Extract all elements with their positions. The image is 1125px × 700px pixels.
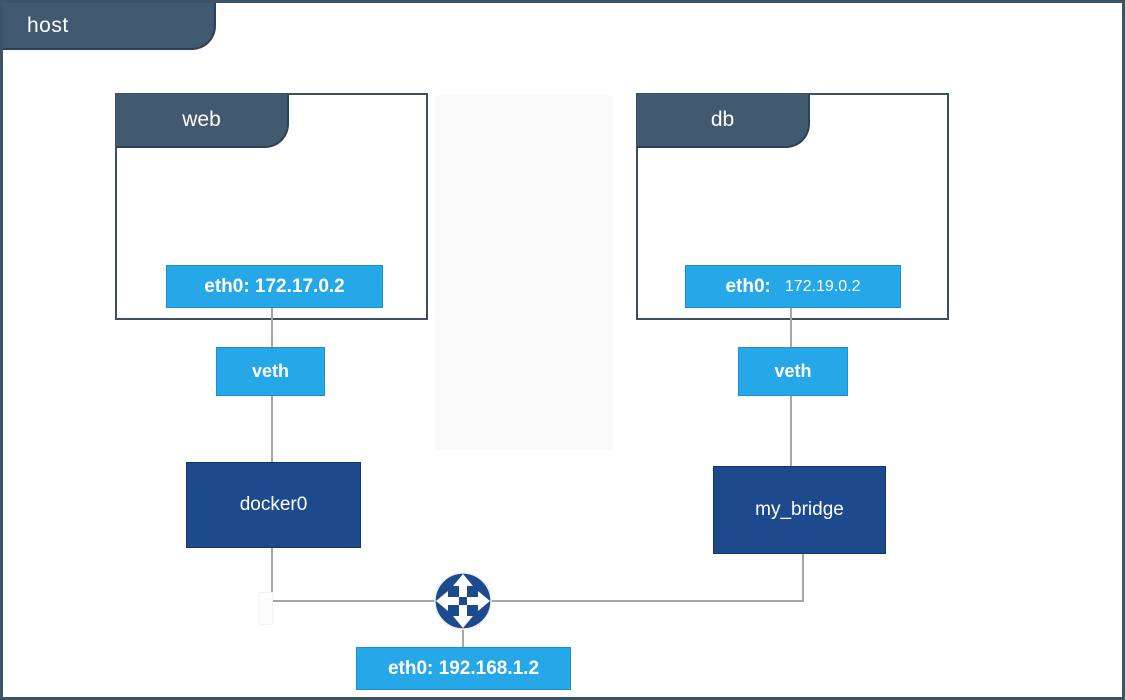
container-web-title: web: [182, 108, 221, 131]
container-web-header: web: [116, 94, 289, 148]
connector-web-eth0-to-veth: [271, 308, 273, 347]
db-eth0-box: eth0: 172.19.0.2: [685, 265, 901, 308]
router-crossroads-icon: [434, 572, 492, 630]
veth-right-label: veth: [774, 361, 812, 381]
host-label: host: [27, 13, 69, 37]
veth-right-box: veth: [738, 347, 848, 396]
connector-docker0-down: [271, 548, 273, 602]
host-eth0-label: eth0: 192.168.1.2: [387, 657, 540, 679]
web-eth0-box: eth0: 172.17.0.2: [166, 265, 383, 308]
docker0-label: docker0: [239, 494, 308, 515]
docker0-bridge-box: docker0: [186, 462, 361, 548]
container-db-title: db: [710, 108, 735, 131]
host-eth0-box: eth0: 192.168.1.2: [356, 647, 571, 690]
my-bridge-box: my_bridge: [713, 466, 886, 554]
connector-router-to-host-eth0: [462, 628, 464, 647]
white-artifact: [259, 592, 273, 625]
connector-my-bridge-to-router: [491, 600, 804, 602]
container-db-header: db: [637, 94, 810, 148]
db-eth0-ip: 172.19.0.2: [784, 277, 861, 295]
connector-docker0-to-router: [271, 600, 437, 602]
veth-left-box: veth: [216, 347, 325, 396]
connector-db-eth0-to-veth: [790, 308, 792, 347]
faint-backdrop: [435, 95, 613, 450]
web-eth0-label: eth0: 172.17.0.2: [204, 275, 345, 297]
host-label-tab: host: [3, 3, 216, 50]
veth-left-label: veth: [251, 361, 289, 381]
my-bridge-label: my_bridge: [755, 499, 844, 520]
db-eth0-prefix: eth0:: [725, 275, 771, 297]
connector-veth-to-docker0: [271, 396, 273, 462]
connector-my-bridge-down: [802, 554, 804, 602]
connector-veth-to-my-bridge: [790, 396, 792, 466]
